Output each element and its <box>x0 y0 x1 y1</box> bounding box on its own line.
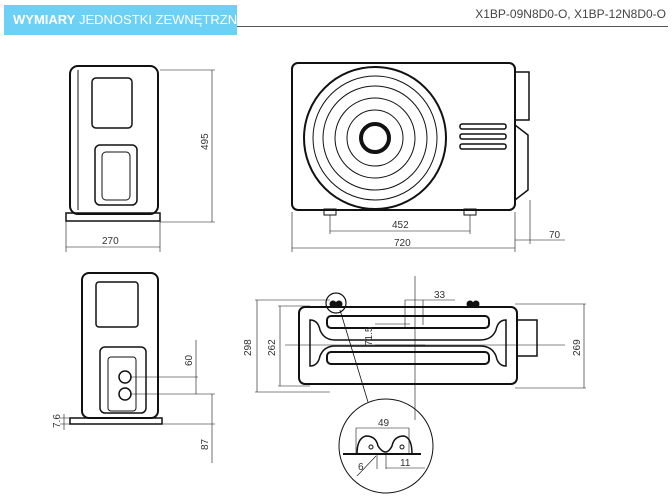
dim-mount-offset-y: 71.5 <box>364 326 375 346</box>
section-title: WYMIARY JEDNOSTKI ZEWNĘTRZNEJ <box>4 5 252 35</box>
dim-top-depth-right: 269 <box>572 339 583 356</box>
dim-feet-spacing: 452 <box>392 220 409 231</box>
side-view <box>65 65 215 252</box>
dim-side-height: 495 <box>200 133 211 150</box>
front-view <box>291 62 565 252</box>
dim-valve-height: 87 <box>200 438 211 450</box>
dim-detail-slot: 6 <box>358 462 364 473</box>
model-numbers: X1BP-09N8D0-O, X1BP-12N8D0-O <box>475 7 666 21</box>
title-bold: WYMIARY <box>13 12 76 27</box>
top-view <box>255 276 586 494</box>
dim-side-depth: 270 <box>102 236 119 247</box>
dim-mount-offset-x: 33 <box>434 290 446 301</box>
dim-side-protrusion: 70 <box>549 230 561 241</box>
dim-detail-edge: 11 <box>400 458 411 469</box>
dim-base-offset: 7.6 <box>52 414 63 428</box>
dim-detail-width: 49 <box>378 418 390 429</box>
valve-side-view <box>60 272 215 463</box>
dim-top-depth-body: 262 <box>267 339 278 356</box>
title-rest: JEDNOSTKI ZEWNĘTRZNEJ <box>75 12 253 27</box>
dim-top-depth-total: 298 <box>243 339 254 356</box>
dim-valve-spacing: 60 <box>184 354 195 366</box>
header-rule <box>237 26 668 27</box>
dim-width: 720 <box>394 238 411 249</box>
